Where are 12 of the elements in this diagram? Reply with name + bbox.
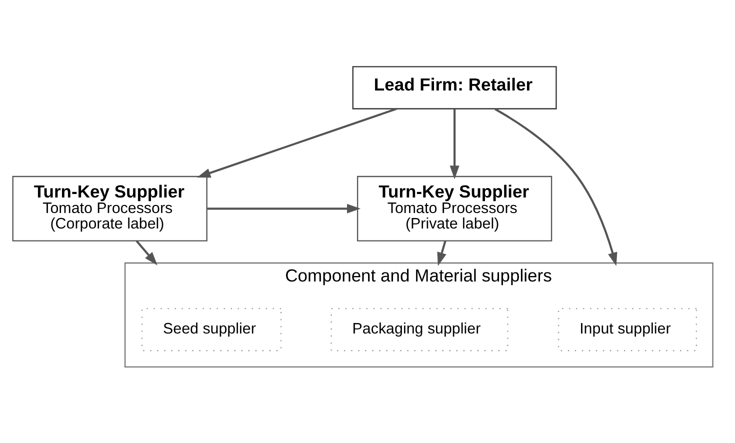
node-box: Turn-Key Supplier Tomato Processors (Private label) (356, 176, 552, 242)
node-box: Lead Firm: Retailer (352, 66, 557, 110)
node-box: Packaging supplier (330, 308, 508, 352)
arrow (207, 204, 361, 214)
node-box: Input supplier (558, 308, 698, 352)
node-box: Turn-Key Supplier Tomato Processors (Corporate label) (12, 176, 208, 242)
arrow (450, 109, 460, 180)
node-box: Seed supplier (141, 308, 282, 352)
arrow (494, 108, 618, 266)
arrow (196, 108, 397, 178)
arrow (136, 240, 158, 266)
arrow (437, 240, 446, 266)
